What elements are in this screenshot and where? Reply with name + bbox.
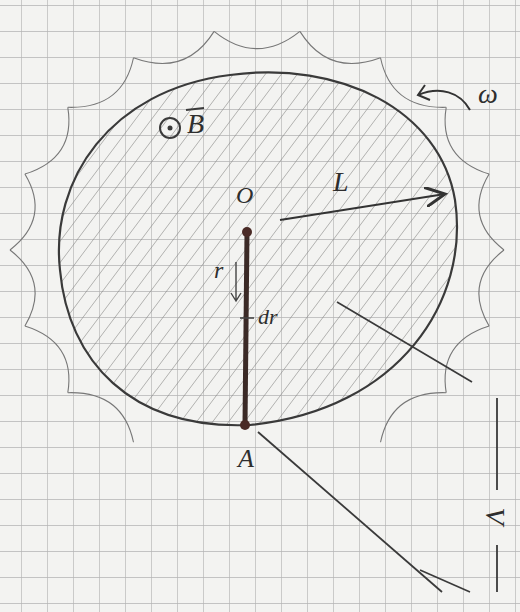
rotation-arrowhead [418,85,430,100]
diagram-label: L [333,168,349,196]
diagram-label: V [481,507,509,524]
hatching [0,60,520,460]
cusp-arc [381,393,447,443]
wire [337,302,472,382]
hatch-line [184,60,484,460]
r-arrow [231,262,241,301]
hatch-line [56,60,356,460]
cusp-arc [214,31,300,48]
cusp-arc [25,107,69,174]
hatch-line [72,60,372,460]
hatch-line [136,60,436,460]
diagram-label: dr [258,306,278,328]
hatch-line [376,60,520,460]
wire [258,432,442,592]
hatch-line [168,60,468,460]
radius-arrow [280,194,445,220]
hatch-line [0,60,212,460]
hatch-line [0,60,260,460]
wire [420,570,470,592]
hatch-line [248,60,520,460]
rod-end [240,420,250,430]
cusp-arc [300,31,381,63]
cusp-arc [134,31,215,63]
hatch-line [424,60,520,460]
hatch-line [440,60,520,460]
hatch-line [328,60,520,460]
cusp-arc [68,58,134,108]
hatch-line [24,60,324,460]
hatch-line [296,60,520,460]
hatch-line [104,60,404,460]
cusp-arc [479,250,504,326]
dr-tick [240,317,254,319]
cusp-arc [10,250,35,326]
hatch-line [0,60,228,460]
cusp-arc [25,326,69,393]
rod [245,232,247,425]
hatch-line [0,60,180,460]
cusp-arc [381,58,447,108]
field-cusps [10,31,504,442]
hatch-line [152,60,452,460]
cusp-arc [10,174,35,250]
hatch-line [472,60,520,460]
cusp-arc [445,107,489,174]
hatch-line [344,60,520,460]
hatch-line [360,60,520,460]
hatch-line [0,60,100,460]
disc-outline [59,72,457,425]
hatch-line [264,60,520,460]
hatch-line [216,60,516,460]
hatch-line [504,60,520,460]
hatch-line [0,60,164,460]
diagram-label: O [236,183,253,207]
hatch-line [232,60,520,460]
rotation-arrow [418,91,470,110]
hatch-line [408,60,520,460]
hatch-line [120,60,420,460]
diagram-label: ω [478,80,498,108]
hatch-line [0,60,132,460]
cusp-arc [479,174,504,250]
out-of-page-symbol [160,118,180,138]
hatch-line [8,60,308,460]
hatch-line [40,60,340,460]
hatch-line [0,60,292,460]
hatch-line [0,60,116,460]
hatch-line [456,60,520,460]
out-of-page-dot [168,126,173,131]
diagram-label: A [238,446,254,472]
hatch-line [280,60,520,460]
cusp-arc [445,326,489,393]
hatch-line [0,60,276,460]
cusp-arc [68,393,134,443]
diagram-label: B [187,110,204,138]
diagram-label: r [214,258,223,282]
voltmeter-lead [496,398,498,592]
rod-end [242,227,252,237]
